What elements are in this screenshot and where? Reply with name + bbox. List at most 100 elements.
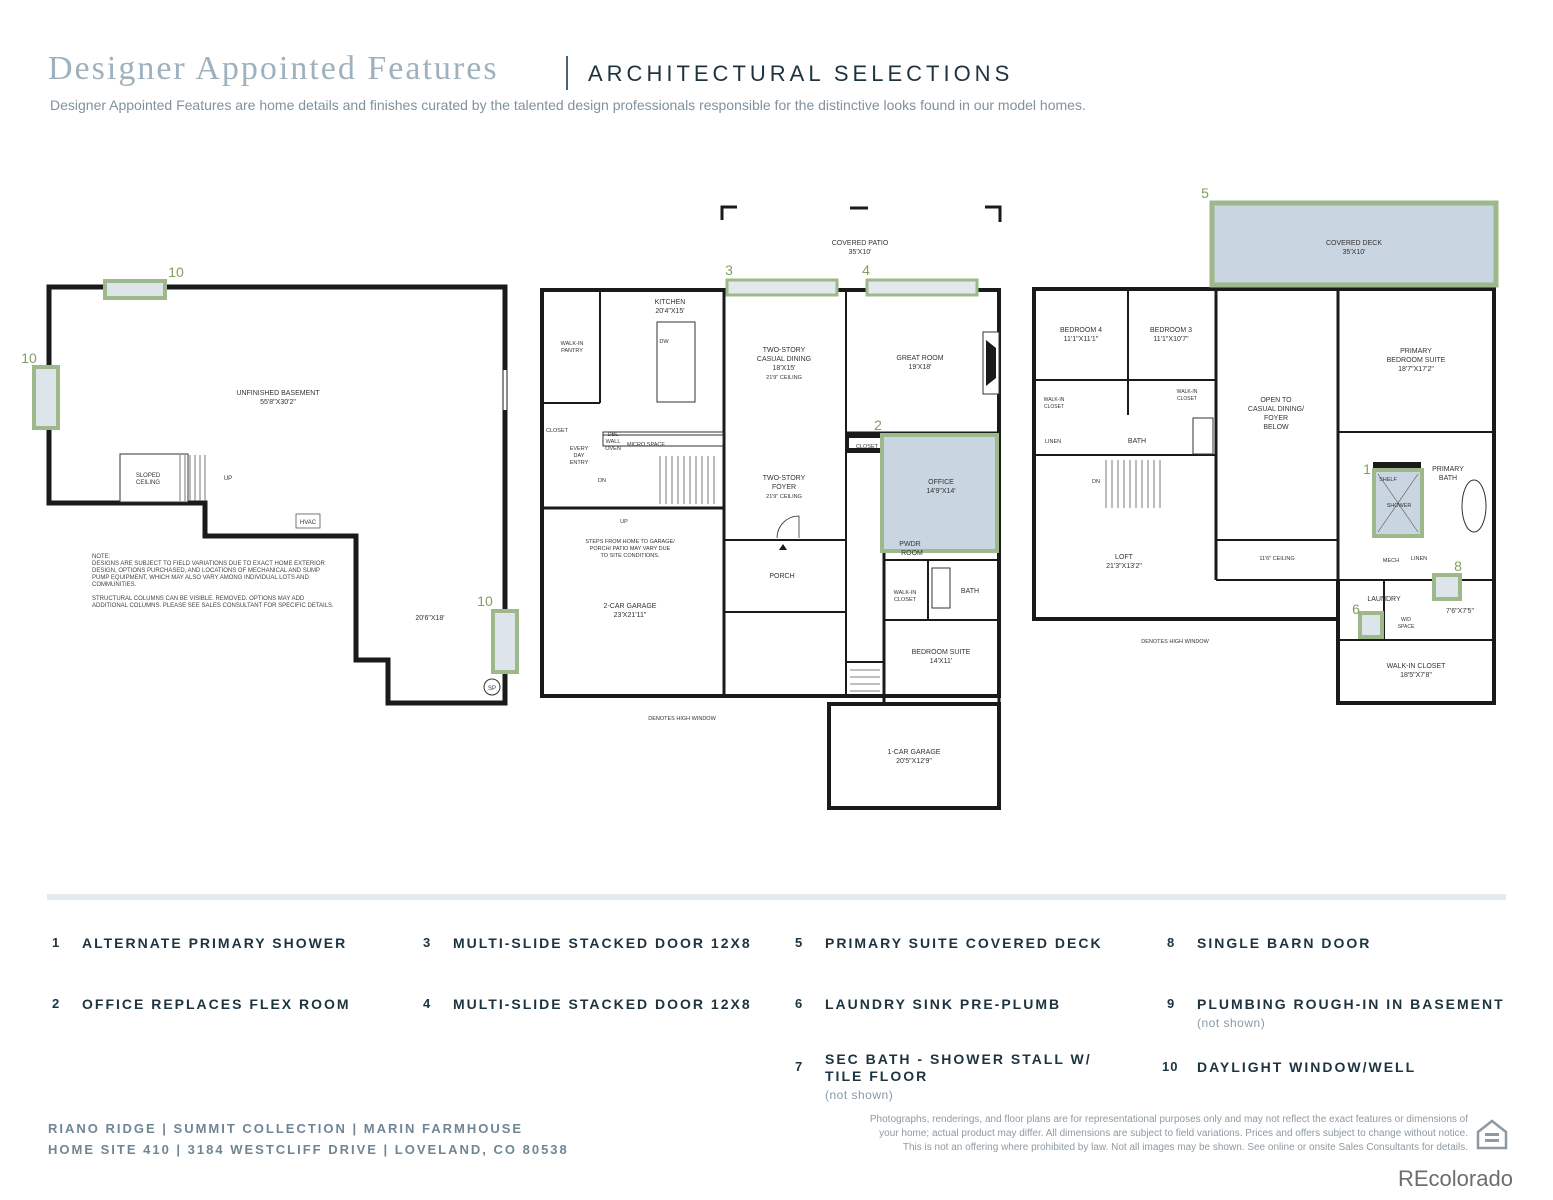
walkin-line-2: CLOSET	[894, 597, 917, 603]
equal-housing-opportunity-icon	[1476, 1119, 1508, 1150]
feature-label: OFFICE REPLACES FLEX ROOM	[82, 996, 351, 1012]
steps-note-3: TO SITE CONDITIONS.	[601, 553, 660, 559]
pbath-line-2: BATH	[1439, 475, 1457, 482]
disclaimer-line-1: Photographs, renderings, and floor plans…	[869, 1114, 1468, 1125]
everyday-line-3: ENTRY	[570, 460, 589, 466]
open-line-3: FOYER	[1264, 415, 1288, 422]
porch-label: PORCH	[769, 573, 794, 580]
stairs-up-label: UP	[620, 519, 628, 525]
office-name: OFFICE	[928, 479, 954, 486]
mech-label: MECH	[1383, 558, 1399, 564]
upper-walkin-2: CLOSET	[1044, 404, 1064, 410]
open-line-1: OPEN TO	[1260, 397, 1292, 404]
bed4-name: BEDROOM 4	[1060, 327, 1102, 334]
garage2-name: 2-CAR GARAGE	[604, 603, 657, 610]
laundry-label: LAUNDRY	[1367, 596, 1401, 603]
basement-note-4: COMMUNITIES.	[92, 582, 137, 588]
kitchen-name: KITCHEN	[655, 299, 686, 306]
marker-3: 3	[725, 262, 733, 278]
daylight-window-left	[32, 365, 60, 430]
main-bath-label: BATH	[961, 588, 979, 595]
sump-pump-label: SP	[488, 686, 496, 692]
hvac-label: HVAC	[300, 520, 317, 526]
marker-1: 1	[1363, 461, 1371, 477]
feature-number: 6	[795, 996, 804, 1011]
basement-plan: UNFINISHED BASEMENT 55'8"X30'2" 20'6"X18…	[21, 264, 519, 706]
pwdr-line-1: PWDR	[899, 541, 920, 548]
dining-ceiling: 21'9" CEILING	[766, 375, 802, 381]
main-floor-plan: COVERED PATIO 35'X10'	[540, 205, 1002, 810]
stairs-dn-label: DN	[598, 478, 606, 484]
suite-dim: 14'X11'	[930, 658, 952, 665]
disclaimer: Photographs, renderings, and floor plans…	[760, 1113, 1468, 1155]
feature-2: 2 OFFICE REPLACES FLEX ROOM	[52, 996, 392, 1013]
wic-name: WALK-IN CLOSET	[1387, 663, 1447, 670]
pantry-line-2: PANTRY	[561, 348, 583, 354]
sloped-label-2: CEILING	[136, 480, 160, 486]
feature-5: 5 PRIMARY SUITE COVERED DECK	[795, 935, 1135, 952]
feature-number: 10	[1162, 1059, 1179, 1074]
basement-room-dim: 55'8"X30'2"	[260, 399, 296, 406]
feature-label: SEC BATH - SHOWER STALL W/ TILE FLOOR (n…	[825, 1051, 1135, 1104]
disclaimer-line-2: your home; actual product may differ. Al…	[879, 1128, 1468, 1139]
feature-9: 9 PLUMBING ROUGH-IN IN BASEMENT (not sho…	[1167, 996, 1507, 1032]
basement-note-6: ADDITIONAL COLUMNS. PLEASE SEE SALES CON…	[92, 603, 334, 609]
marker-5: 5	[1201, 185, 1209, 201]
office-highlight	[880, 433, 999, 553]
feature-label: DAYLIGHT WINDOW/WELL	[1197, 1059, 1417, 1075]
feature-label-text: SEC BATH - SHOWER STALL W/ TILE FLOOR	[825, 1051, 1092, 1084]
feature-number: 1	[52, 935, 61, 950]
suite-name: BEDROOM SUITE	[912, 649, 971, 656]
primary-line-2: BEDROOM SUITE	[1387, 357, 1446, 364]
stacked-door-4	[865, 278, 979, 297]
basement-note-2: DESIGN, OPTIONS PURCHASED, AND LOCATIONS…	[92, 568, 320, 574]
everyday-line-1: EVERY	[570, 446, 589, 452]
feature-8: 8 SINGLE BARN DOOR	[1167, 935, 1507, 952]
kitchen-dim: 20'4"X15'	[655, 308, 684, 315]
feature-7: 7 SEC BATH - SHOWER STALL W/ TILE FLOOR …	[795, 1051, 1135, 1104]
small-room-dim: 7'6"X7'5"	[1446, 608, 1474, 615]
everyday-line-2: DAY	[574, 453, 585, 459]
great-room-dim: 19'X18'	[909, 364, 932, 371]
office-closet-label: CLOSET	[856, 444, 879, 450]
page-title: Designer Appointed Features	[48, 50, 499, 87]
feature-note: (not shown)	[1197, 1016, 1266, 1030]
deck-name: COVERED DECK	[1326, 240, 1382, 247]
feature-number: 3	[423, 935, 432, 950]
barn-door-highlight	[1432, 573, 1462, 601]
upper-linen-1: LINEN	[1045, 439, 1061, 445]
stacked-door-3	[725, 278, 839, 297]
steps-note-1: STEPS FROM HOME TO GARAGE/	[585, 539, 675, 545]
bed3-dim: 11'1"X10'7"	[1153, 336, 1189, 343]
upper-walkin-1: WALK-IN	[1044, 397, 1065, 403]
shower-label: SHOWER	[1387, 503, 1412, 509]
feature-label: LAUNDRY SINK PRE-PLUMB	[825, 996, 1062, 1012]
wic-dim: 18'5"X7'8"	[1400, 672, 1432, 679]
feature-6: 6 LAUNDRY SINK PRE-PLUMB	[795, 996, 1135, 1013]
feature-3: 3 MULTI-SLIDE STACKED DOOR 12X8	[423, 935, 763, 952]
open-line-2: CASUAL DINING/	[1248, 406, 1304, 413]
watermark: REcolorado	[1398, 1166, 1513, 1191]
community-address: RIANO RIDGE | SUMMIT COLLECTION | MARIN …	[48, 1118, 569, 1160]
basement-note-3: PUMP EQUIPMENT, WHICH MAY ALSO VARY AMON…	[92, 575, 309, 581]
patio-dim: 35'X10'	[849, 249, 872, 256]
shelf-label: SHELF	[1379, 477, 1397, 483]
loft-dim: 21'3"X13'2"	[1106, 563, 1142, 570]
steps-note-2: PORCH/ PATIO MAY VARY DUE	[590, 546, 671, 552]
pantry-line-1: WALK-IN	[561, 341, 584, 347]
basement-secondary-dim: 20'6"X18'	[415, 615, 444, 622]
address-line: HOME SITE 410 | 3184 WESTCLIFF DRIVE | L…	[48, 1142, 569, 1157]
wd-line-2: SPACE	[1398, 624, 1415, 630]
foyer-line-1: TWO-STORY	[763, 475, 806, 482]
feature-label: PLUMBING ROUGH-IN IN BASEMENT (not shown…	[1197, 996, 1507, 1032]
foyer-line-2: FOYER	[772, 484, 796, 491]
bed3-name: BEDROOM 3	[1150, 327, 1192, 334]
foyer-ceiling: 21'9" CEILING	[766, 494, 802, 500]
pbath-line-1: PRIMARY	[1432, 466, 1464, 473]
feature-note: (not shown)	[825, 1088, 894, 1102]
upper-ceiling-label: 11'6" CEILING	[1259, 556, 1294, 562]
floor-plans: UNFINISHED BASEMENT 55'8"X30'2" 20'6"X18…	[21, 185, 1499, 810]
feature-number: 2	[52, 996, 61, 1011]
upper-floor-plan: COVERED DECK 35'X10' 5 1 8 6 BEDROOM 4 1…	[1032, 185, 1499, 705]
tagline: Designer Appointed Features are home det…	[50, 97, 1086, 113]
